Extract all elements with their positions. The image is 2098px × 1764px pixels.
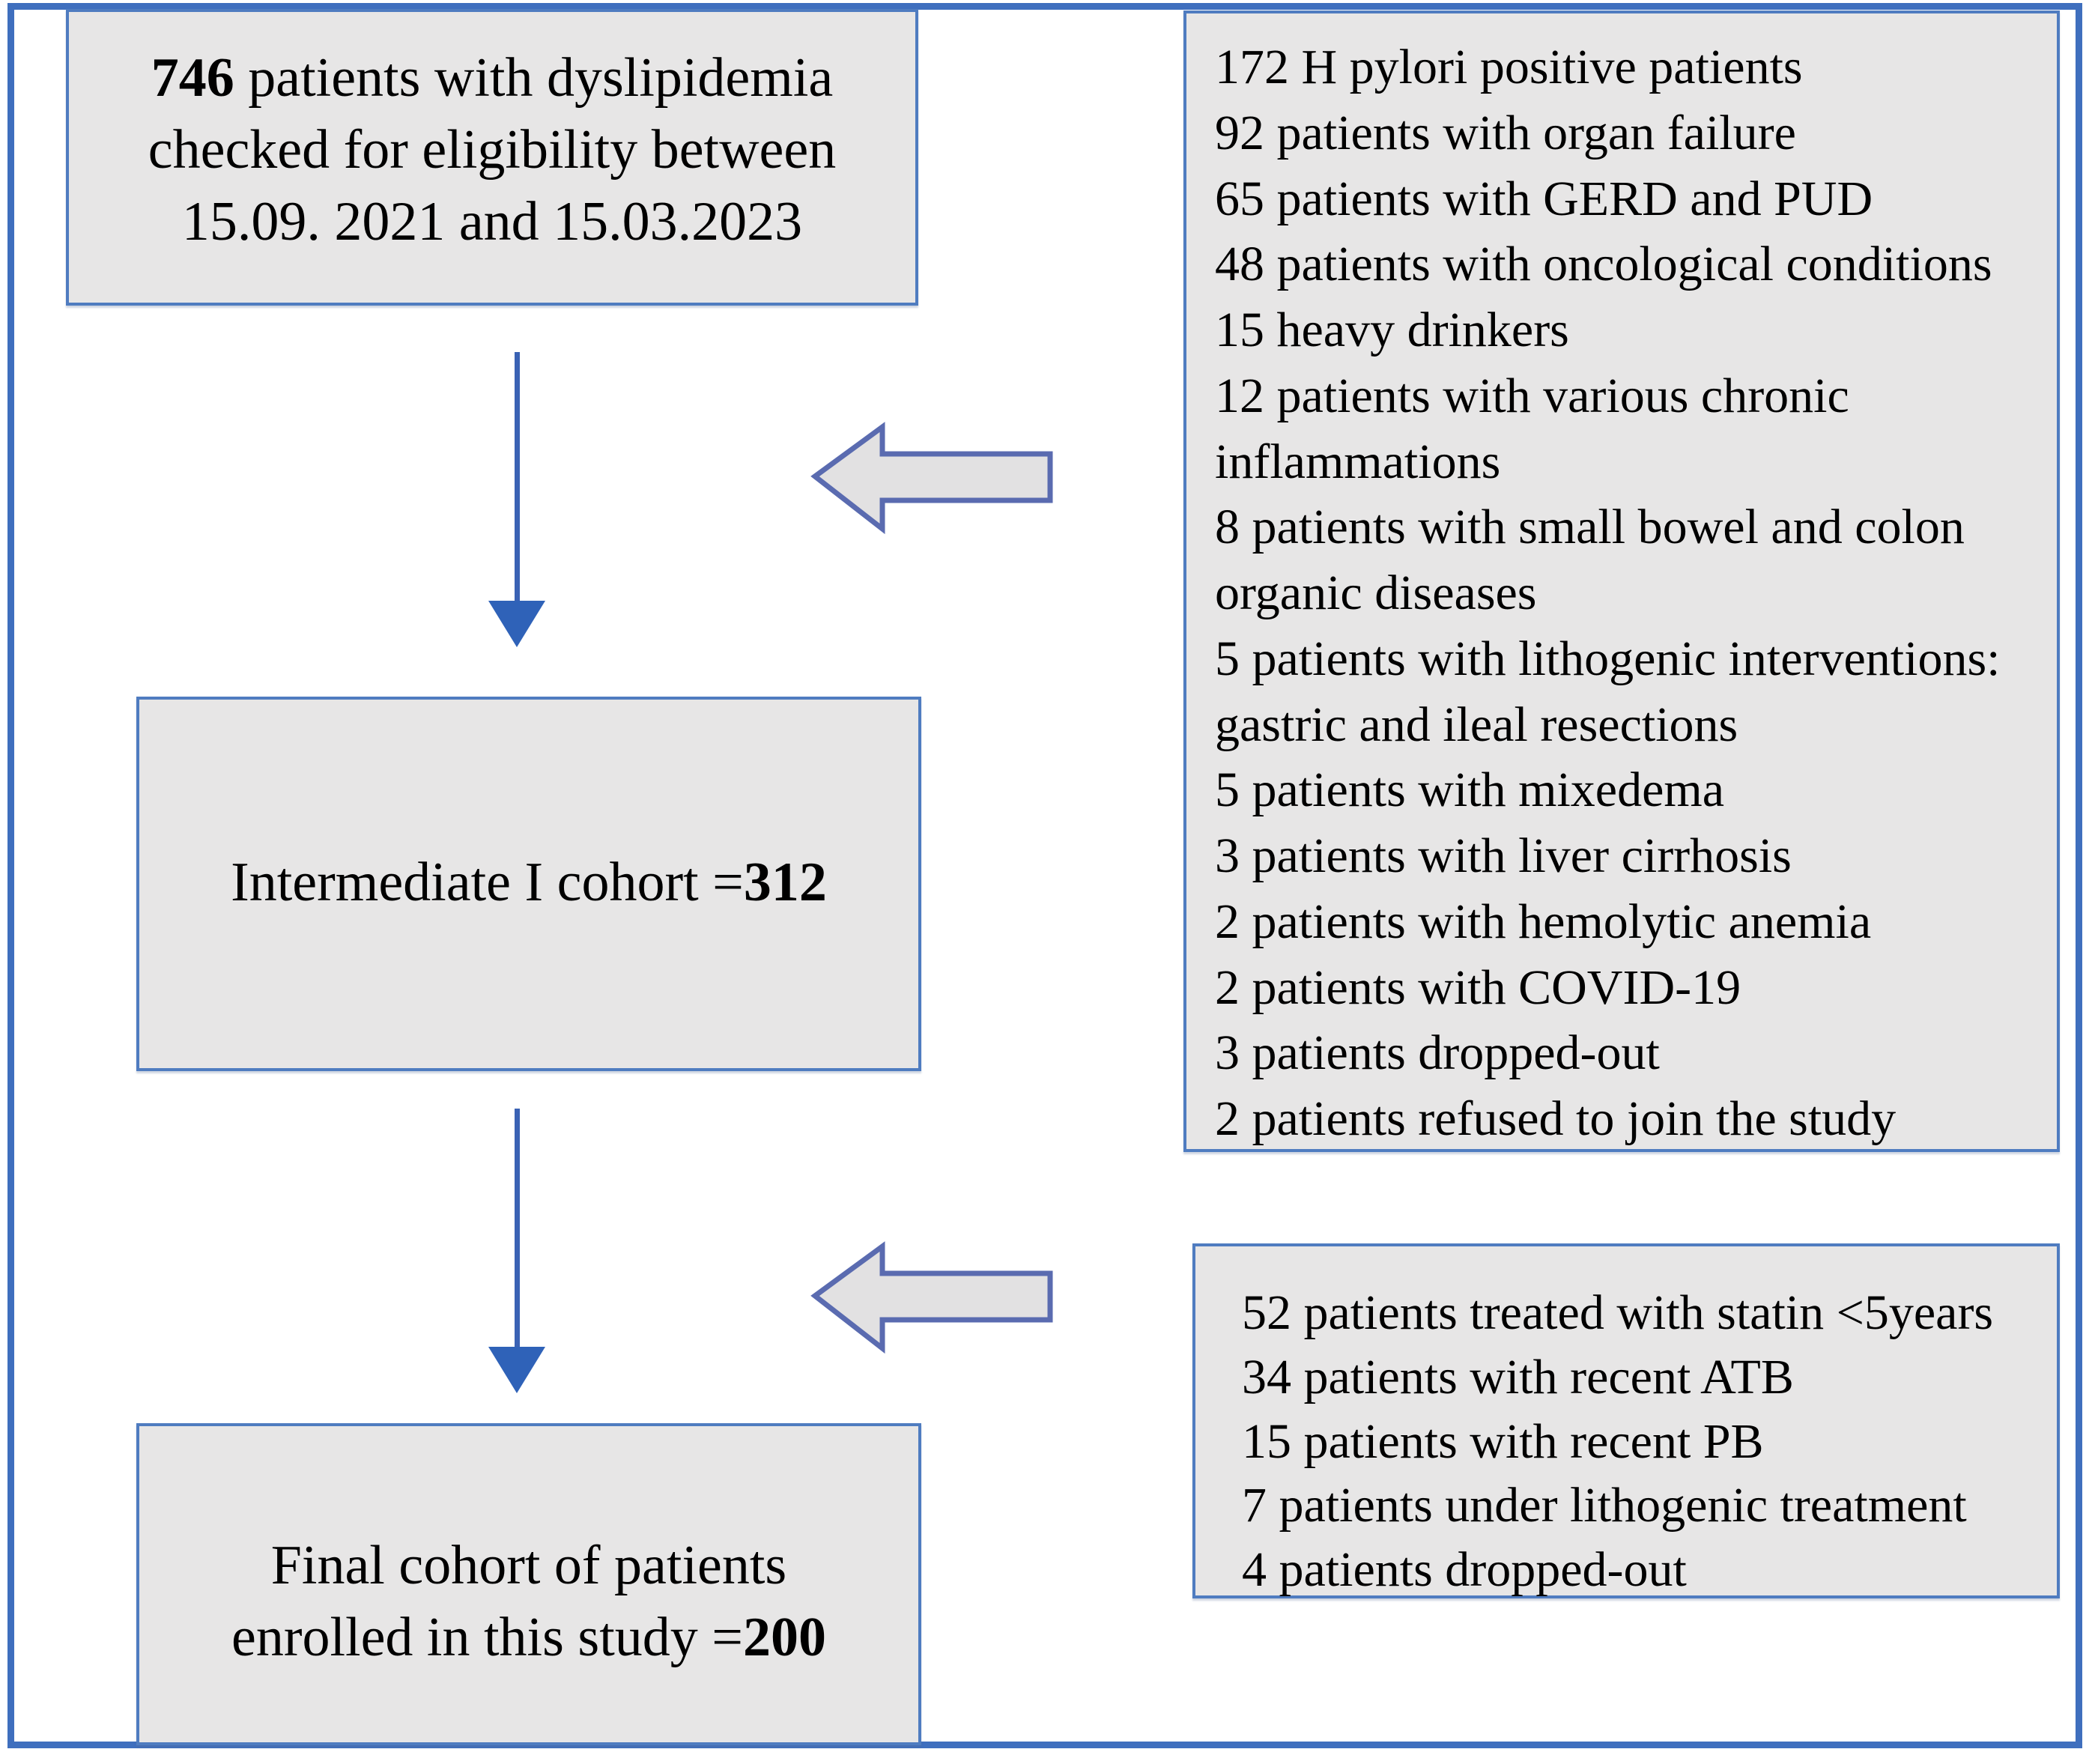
box-intermediate-text: Intermediate I cohort =312 [139, 846, 918, 918]
intermediate-count: 312 [743, 851, 827, 913]
exclusion-item: 2 patients with hemolytic anemia [1215, 894, 1872, 949]
intermediate-label: Intermediate I cohort = [231, 851, 744, 913]
exclusion-item: 8 patients with small bowel and colon or… [1215, 500, 1965, 621]
exclusion-item: 15 patients with recent PB [1242, 1413, 1764, 1469]
exclusion-item: 5 patients with mixedema [1215, 763, 1725, 818]
block-arrow-left-icon-2 [809, 1236, 1056, 1356]
arrow-down-icon-2 [488, 1109, 545, 1401]
exclusion-list-stage-1: 172 H pylori positive patients 92 patient… [1186, 13, 2057, 1152]
final-line2: enrolled in this study = [231, 1607, 744, 1669]
exclusion-item: 12 patients with various chronic inflamm… [1215, 368, 1849, 489]
arrow-head [488, 1347, 545, 1393]
exclusion-item: 92 patients with organ failure [1215, 105, 1796, 160]
eligibility-count: 746 [151, 47, 234, 109]
box-exclusions-stage-2: 52 patients treated with statin <5years 3… [1192, 1243, 2060, 1598]
box-intermediate-cohort: Intermediate I cohort =312 [136, 697, 921, 1071]
exclusion-list-stage-2: 52 patients treated with statin <5years 3… [1195, 1246, 2057, 1602]
exclusion-item: 15 heavy drinkers [1215, 303, 1569, 358]
arrow-down-icon-1 [488, 352, 545, 652]
arrow-shaft [515, 352, 520, 607]
eligibility-line1-rest: patients with dyslipidemia [234, 47, 834, 109]
exclusion-item: 3 patients with liver cirrhosis [1215, 828, 1792, 884]
exclusion-item: 2 patients with COVID-19 [1215, 960, 1741, 1015]
block-arrow-left-shape-1 [810, 422, 1053, 535]
eligibility-line3: 15.09. 2021 and 15.03.2023 [181, 191, 803, 253]
box-exclusions-stage-1: 172 H pylori positive patients 92 patient… [1183, 10, 2060, 1152]
arrow-shaft [515, 1109, 520, 1352]
box-eligibility-text: 746 patients with dyslipidemia checked fo… [69, 12, 915, 258]
exclusion-item: 2 patients refused to join the study [1215, 1091, 1897, 1147]
final-line1: Final cohort of patients [270, 1534, 787, 1596]
box-final-cohort: Final cohort of patients enrolled in this… [136, 1423, 921, 1745]
box-eligibility: 746 patients with dyslipidemia checked fo… [66, 9, 918, 306]
exclusion-item: 48 patients with oncological conditions [1215, 237, 1992, 292]
exclusion-item: 172 H pylori positive patients [1215, 40, 1803, 94]
outer-frame-border [7, 3, 2082, 1748]
block-arrow-left-icon-1 [809, 416, 1056, 536]
exclusion-item: 5 patients with lithogenic interventions… [1215, 631, 2001, 752]
final-count: 200 [743, 1607, 827, 1669]
eligibility-line2: checked for eligibility between [148, 119, 837, 181]
exclusion-item: 3 patients dropped-out [1215, 1025, 1660, 1081]
exclusion-item: 65 patients with GERD and PUD [1215, 171, 1873, 226]
box-final-text: Final cohort of patients enrolled in this… [139, 1530, 918, 1673]
arrow-head [488, 601, 545, 647]
exclusion-item: 4 patients dropped-out [1242, 1542, 1687, 1598]
exclusion-item: 52 patients treated with statin <5years [1242, 1285, 1994, 1340]
exclusion-item: 7 patients under lithogenic treatment [1242, 1478, 1967, 1533]
block-arrow-left-shape-2 [810, 1241, 1053, 1354]
exclusion-item: 34 patients with recent ATB [1242, 1349, 1794, 1404]
